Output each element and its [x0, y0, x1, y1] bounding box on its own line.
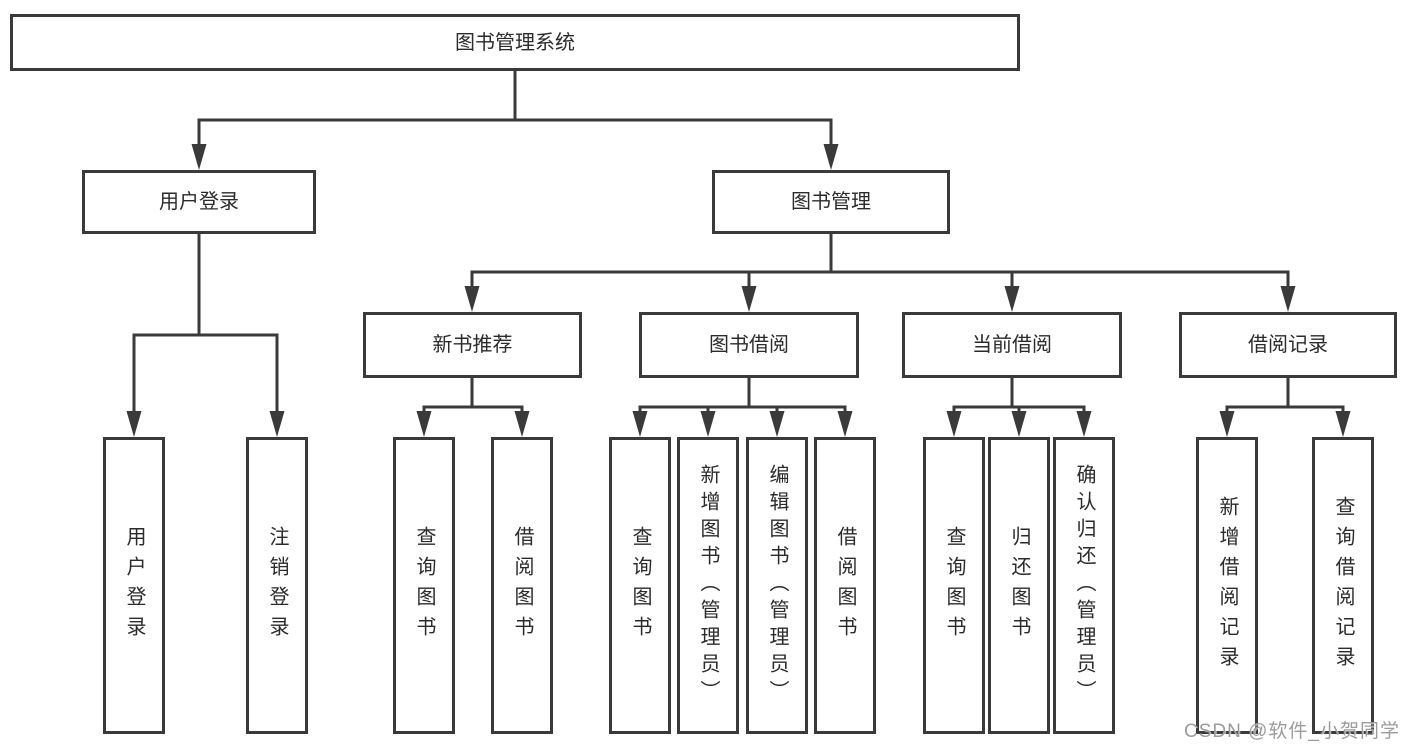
node-root-label: 图书管理系统 — [455, 31, 575, 54]
node-query-books-recommend-label: 查询图书 — [413, 525, 435, 646]
node-book-management-label: 图书管理 — [791, 191, 871, 213]
node-book-borrowing-label: 图书借阅 — [709, 334, 789, 356]
node-query-books-borrow-label: 查询图书 — [629, 525, 651, 646]
node-new-book-recommend-label: 新书推荐 — [432, 334, 513, 356]
node-book-management: 图书管理 — [712, 170, 950, 234]
node-add-borrow-record-label: 新增借阅记录 — [1216, 495, 1238, 676]
node-user-login-leaf: 用户登录 — [103, 437, 165, 734]
node-add-book-admin: 新增图书（管理员） — [677, 437, 739, 734]
node-add-borrow-record: 新增借阅记录 — [1196, 437, 1258, 734]
node-borrow-books-leaf-label: 借阅图书 — [834, 525, 856, 646]
node-return-book: 归还图书 — [988, 437, 1050, 734]
node-add-book-admin-label: 新增图书（管理员） — [697, 464, 719, 707]
node-logout: 注销登录 — [246, 437, 308, 734]
node-user-login-leaf-label: 用户登录 — [123, 525, 145, 646]
node-edit-book-admin: 编辑图书（管理员） — [746, 437, 808, 734]
node-user-login-label: 用户登录 — [159, 191, 239, 213]
node-edit-book-admin-label: 编辑图书（管理员） — [766, 464, 788, 707]
node-borrowing-records-label: 借阅记录 — [1248, 334, 1328, 356]
node-query-books-current: 查询图书 — [923, 437, 985, 734]
node-borrow-books-leaf: 借阅图书 — [814, 437, 876, 734]
node-return-book-label: 归还图书 — [1008, 525, 1030, 646]
node-borrow-books-recommend: 借阅图书 — [491, 437, 553, 734]
node-query-borrow-record-label: 查询借阅记录 — [1332, 495, 1354, 676]
node-current-borrowing-label: 当前借阅 — [972, 334, 1052, 356]
node-query-books-borrow: 查询图书 — [609, 437, 671, 734]
node-logout-label: 注销登录 — [266, 525, 288, 646]
node-new-book-recommend: 新书推荐 — [363, 312, 582, 378]
node-borrowing-records: 借阅记录 — [1179, 312, 1397, 378]
node-query-books-current-label: 查询图书 — [943, 525, 965, 646]
node-borrow-books-recommend-label: 借阅图书 — [511, 525, 533, 646]
node-root: 图书管理系统 — [10, 14, 1020, 71]
node-confirm-return-admin: 确认归还（管理员） — [1053, 437, 1115, 734]
watermark: CSDN @软件_小贺同学 — [1184, 721, 1400, 742]
node-query-books-recommend: 查询图书 — [393, 437, 455, 734]
node-book-borrowing: 图书借阅 — [639, 312, 859, 378]
node-query-borrow-record: 查询借阅记录 — [1312, 437, 1374, 734]
node-current-borrowing: 当前借阅 — [902, 312, 1122, 378]
node-user-login: 用户登录 — [82, 170, 316, 234]
node-confirm-return-admin-label: 确认归还（管理员） — [1073, 464, 1095, 707]
